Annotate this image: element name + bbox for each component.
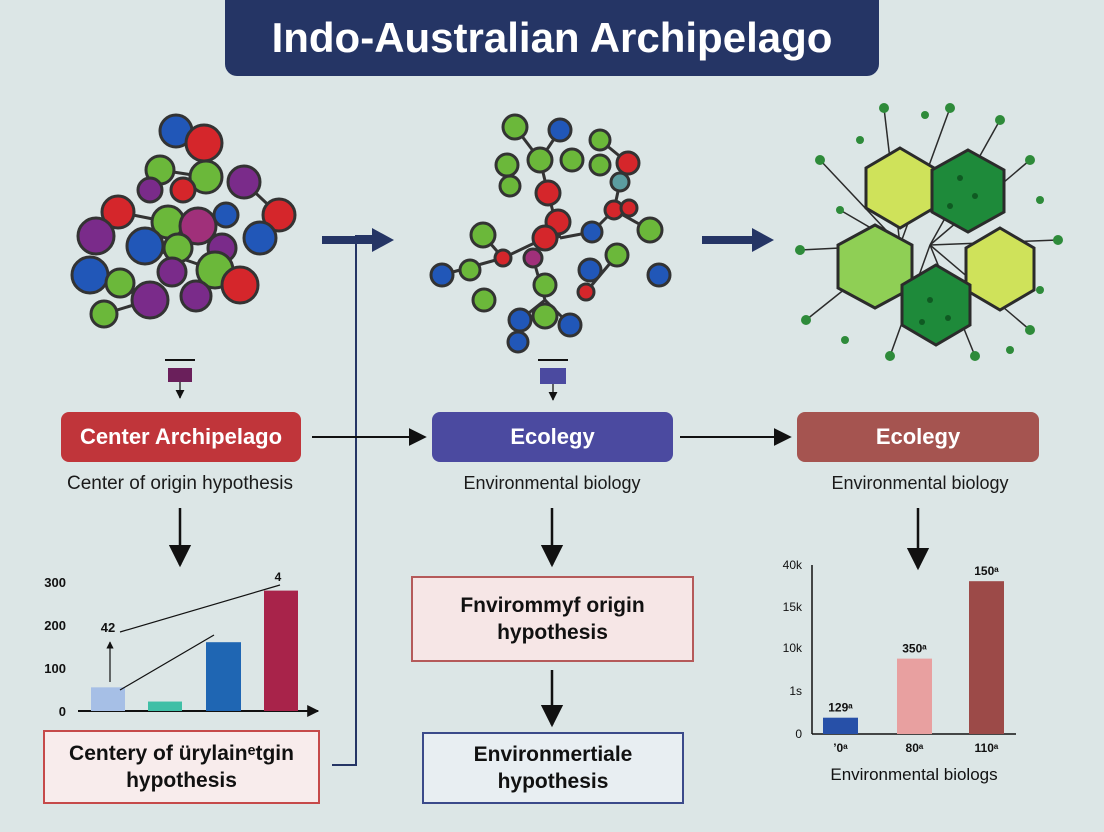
x-axis-label: Environmental biologs [830, 765, 997, 784]
y-tick-label: 40k [783, 558, 803, 572]
hypothesis-box-left: Centery of ürylainᵉtgin hypothesis [43, 730, 320, 804]
bar [897, 658, 932, 734]
pill-center-archipelago: Center Archipelago [61, 412, 301, 462]
down-connector-icon [165, 359, 568, 401]
molecule-chain-icon [429, 113, 672, 354]
y-tick-label: 1s [789, 684, 802, 698]
pill-ecology-right: Ecolegy [797, 412, 1039, 462]
box-line: hypothesis [126, 769, 237, 792]
box-line: Environmertiale [473, 742, 633, 766]
bar [969, 581, 1004, 734]
data-label: 129ᵃ [828, 701, 853, 715]
y-tick-label: 0 [795, 727, 802, 741]
y-tick-label: 100 [44, 661, 66, 676]
annotation-label: 42 [101, 620, 115, 635]
bar [91, 687, 125, 711]
annotation-line [119, 584, 281, 633]
pill-label: Ecolegy [875, 424, 961, 449]
bar [823, 717, 858, 734]
box-line: hypothesis [497, 770, 609, 793]
hypothesis-box-middle-top: Fnvirommyf origin hypothesis [411, 576, 694, 662]
bar [148, 701, 182, 711]
x-tick-label: ʼ0ᵃ [833, 741, 848, 755]
pill-label: Ecolegy [510, 424, 595, 449]
molecule-cluster-icon [70, 113, 297, 329]
hypothesis-box-middle-bottom: Environmertiale hypothesis [422, 732, 684, 804]
x-tick-label: 80ᵃ [906, 741, 924, 755]
y-tick-label: 300 [44, 575, 66, 590]
chart-left: 300 200 100 0 42 4 [44, 570, 320, 719]
pill-ecology-middle: Ecolegy [432, 412, 673, 462]
bar [264, 590, 298, 711]
annotation-label: 4 [275, 570, 282, 584]
page-title: Indo-Australian Archipelago [271, 14, 833, 61]
box-line: Fnvirommyf origin [460, 593, 645, 617]
bar [206, 642, 241, 711]
flow-arrow-icon [322, 228, 774, 252]
title-banner: Indo-Australian Archipelago [225, 0, 879, 76]
box-line: Centery of ürylainᵉtgin [69, 741, 294, 765]
data-label: 150ᵃ [974, 564, 999, 578]
annotation-line [119, 634, 215, 691]
data-label: 350ᵃ [902, 642, 927, 656]
x-tick-label: 110ᵃ [975, 741, 999, 755]
y-tick-label: 0 [59, 704, 66, 719]
chart-right: 40k 15k 10k 1s 0 129ᵃ 350ᵃ 150ᵃ ʼ0ᵃ 80ᵃ 110ᵃEnviro… [783, 558, 1016, 784]
feedback-connector [332, 235, 380, 766]
box-line: hypothesis [497, 621, 608, 644]
y-tick-label: 200 [44, 618, 66, 633]
y-tick-label: 15k [783, 600, 803, 614]
pill-label: Center Archipelago [79, 424, 283, 449]
caption-right: Environmental biology [831, 473, 1009, 493]
down-arrows [168, 508, 930, 728]
caption-middle: Environmental biology [463, 473, 641, 493]
cell-cluster-icon [795, 103, 1063, 361]
y-tick-label: 10k [783, 641, 803, 655]
caption-left: Center of origin hypothesis [66, 473, 293, 494]
